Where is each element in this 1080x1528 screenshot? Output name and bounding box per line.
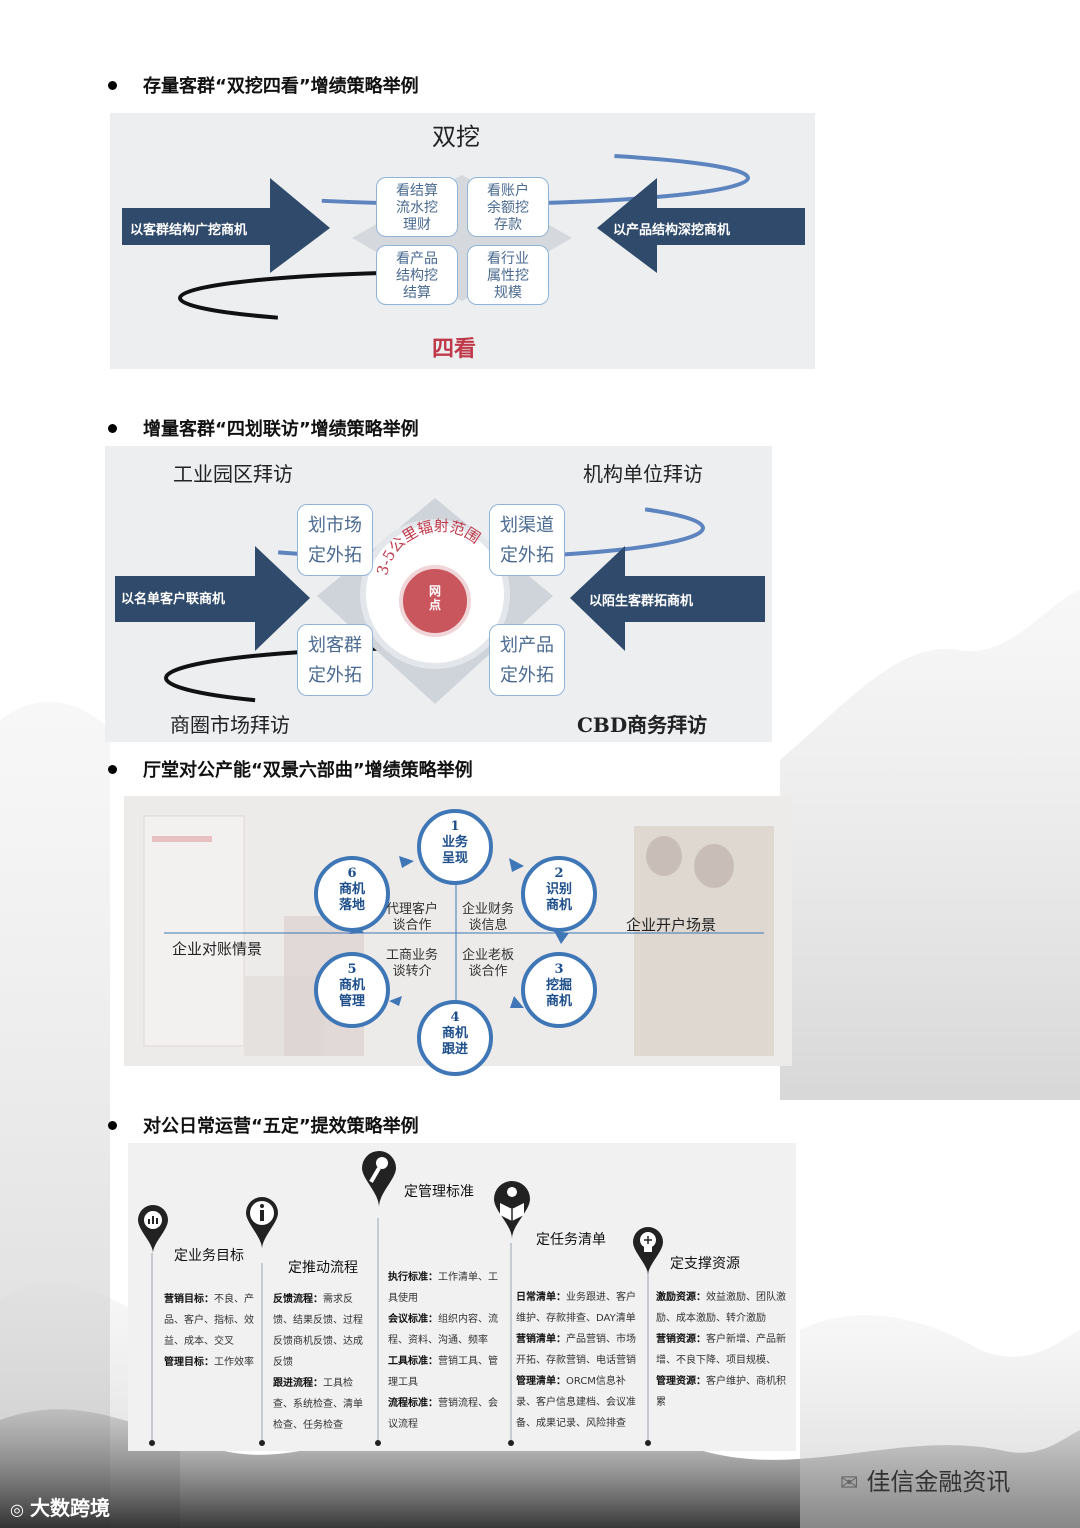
info-icon bbox=[244, 1195, 280, 1251]
column-body-3: 执行标准：工作清单、工具使用 会议标准：组织内容、流程、资料、沟通、频率 工具标… bbox=[388, 1267, 504, 1435]
right-scene-label: 企业开户场景 bbox=[626, 914, 716, 935]
column-head-5: 定支撑资源 bbox=[670, 1253, 740, 1273]
column-head-4: 定任务清单 bbox=[536, 1229, 606, 1249]
center-label: 网点 bbox=[423, 584, 447, 612]
logo-mark-icon: ◎ bbox=[10, 1500, 24, 1519]
diagram-double-dig: 双挖 四看 以客群结构广挖商机 以产品结构深挖商机 看结算流水挖理财 看账户余额… bbox=[110, 113, 815, 369]
bottom-left-label: 商圈市场拜访 bbox=[170, 709, 290, 738]
diagram-five-fix: 定业务目标 定推动流程 定管理标准 定任务清单 定支撑资源 营销目标：不良、产品… bbox=[128, 1143, 796, 1451]
column-head-3: 定管理标准 bbox=[404, 1181, 474, 1201]
section-title-4: 对公日常运营“五定”提效策略举例 bbox=[108, 1112, 419, 1138]
top-label: 双挖 bbox=[432, 117, 480, 152]
section-title-2: 增量客群“四划联访”增绩策略举例 bbox=[108, 415, 419, 441]
dig-box-4: 看行业属性挖规模 bbox=[467, 245, 549, 305]
wechat-icon: ✉ bbox=[840, 1471, 858, 1496]
left-scene-label: 企业对账情景 bbox=[172, 938, 262, 959]
bullet-icon bbox=[108, 1121, 117, 1130]
bullet-icon bbox=[108, 81, 117, 90]
chart-magnifier-icon bbox=[136, 1203, 170, 1255]
dig-box-2: 看账户余额挖存款 bbox=[467, 177, 549, 237]
inner-text-3: 工商业务谈转介 bbox=[386, 948, 438, 980]
inner-text-4: 企业老板谈合作 bbox=[462, 948, 514, 980]
plan-box-4: 划产品定外拓 bbox=[489, 624, 565, 696]
inner-text-2: 企业财务谈信息 bbox=[462, 902, 514, 934]
lightbulb-icon bbox=[631, 1225, 665, 1277]
bottom-label: 四看 bbox=[432, 331, 476, 363]
column-head-2: 定推动流程 bbox=[288, 1257, 358, 1277]
bullet-icon bbox=[108, 765, 117, 774]
left-arrow-label: 以名单客户联商机 bbox=[121, 588, 225, 607]
section-title-1: 存量客群“双挖四看”增绩策略举例 bbox=[108, 72, 419, 98]
right-arrow-label: 以陌生客群拓商机 bbox=[589, 590, 693, 609]
diagram-four-plan: 3-5公里辐射范围 工业园区拜访 机构单位拜访 商圈市场拜访 CBD商务拜访 以… bbox=[105, 446, 772, 742]
bullet-icon bbox=[108, 424, 117, 433]
left-arrow-label: 以客群结构广挖商机 bbox=[130, 219, 247, 238]
dig-box-1: 看结算流水挖理财 bbox=[376, 177, 458, 237]
plan-box-3: 划客群定外拓 bbox=[297, 624, 373, 696]
section-title-3: 厅堂对公产能“双景六部曲”增绩策略举例 bbox=[108, 756, 473, 782]
column-head-1: 定业务目标 bbox=[174, 1245, 244, 1265]
plan-box-1: 划市场定外拓 bbox=[297, 504, 373, 576]
bottom-right-label: CBD商务拜访 bbox=[577, 709, 707, 738]
column-body-4: 日常清单：业务跟进、客户维护、存款排查、DAY清单 营销清单：产品营销、市场开拓… bbox=[516, 1287, 638, 1434]
right-wechat-logo: ✉佳信金融资讯 bbox=[840, 1462, 1010, 1497]
left-watermark-logo: ◎大数跨境 bbox=[10, 1492, 110, 1521]
top-right-label: 机构单位拜访 bbox=[583, 458, 703, 487]
right-arrow-label: 以产品结构深挖商机 bbox=[613, 219, 730, 238]
inner-text-1: 代理客户谈合作 bbox=[386, 902, 438, 934]
plan-box-2: 划渠道定外拓 bbox=[489, 504, 565, 576]
column-body-5: 激励资源：效益激励、团队激励、成本激励、转介激励 营销资源：客户新增、产品新增、… bbox=[656, 1287, 788, 1413]
key-icon bbox=[360, 1149, 398, 1209]
top-left-label: 工业园区拜访 bbox=[173, 458, 293, 487]
column-body-2: 反馈流程：需求反馈、结果反馈、过程反馈商机反馈、达成反馈 跟进流程：工具检查、系… bbox=[273, 1289, 371, 1436]
reader-icon bbox=[492, 1179, 532, 1241]
column-body-1: 营销目标：不良、产品、客户、指标、效益、成本、交叉 管理目标：工作效率 bbox=[164, 1289, 259, 1373]
dig-box-3: 看产品结构挖结算 bbox=[376, 245, 458, 305]
